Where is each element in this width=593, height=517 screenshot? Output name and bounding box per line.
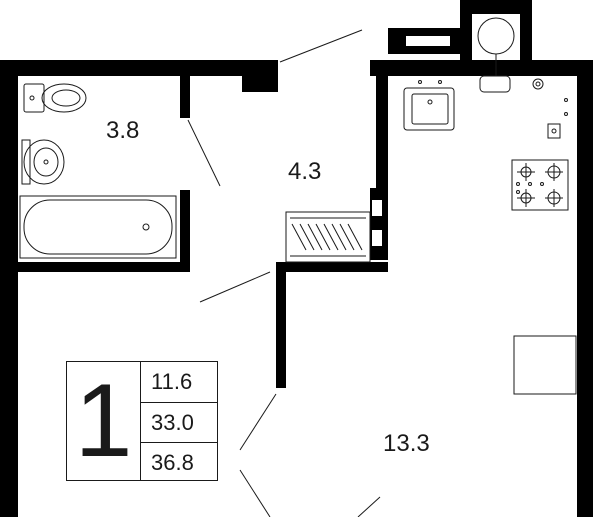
wall-left-outer [0,60,18,517]
wall-right-outer [577,60,593,517]
wall-kitchen-left [376,60,388,200]
wall-bath-bottom [0,262,188,272]
door-hall-swing [199,271,271,303]
room-area-hallway: 4.3 [288,158,321,185]
wall-shaft-top [460,0,532,14]
fridge-icon [513,335,577,395]
area-without-balcony-value: 33.0 [141,402,217,442]
wall-top-left [0,60,278,76]
total-area-value: 36.8 [141,442,217,482]
wall-bath-right [180,190,190,272]
wall-hall-right [370,188,388,260]
room-area-bathroom: 3.8 [106,117,139,144]
wall-shaft-right [520,0,532,76]
wardrobe-hangers [291,223,363,251]
bathtub-icon [19,195,177,259]
room-area-living-kitchen: 13.3 [383,430,430,457]
living-area-value: 11.6 [151,369,193,394]
door-room-swing-lower [239,469,271,517]
door-room-swing-right [357,496,381,517]
vent-shaft-icon [477,17,515,93]
washbasin-icon [21,139,65,185]
door-entry-swing [279,29,363,63]
wall-pillar [242,60,278,92]
door-bath-swing [187,119,221,187]
wall-top-right [370,60,593,76]
wall-shaft-left [460,0,472,76]
wall-top-stub [180,76,190,118]
door-swings [187,29,381,517]
apartment-legend: 1 11.6 33.0 36.8 [66,361,218,481]
area-list: 11.6 33.0 36.8 [141,362,217,480]
kitchen-sink-icon [403,80,455,131]
meter-icon [532,78,544,90]
room-count: 1 [67,362,141,480]
wardrobe [285,211,371,263]
wall-openings [372,36,450,246]
wall-hall-bottom [276,262,388,272]
toilet-icon [23,83,87,113]
wall-room-divider [276,262,286,388]
outlet-icons [547,98,568,139]
stove-icon [511,159,569,211]
door-room-swing-upper [239,393,277,451]
